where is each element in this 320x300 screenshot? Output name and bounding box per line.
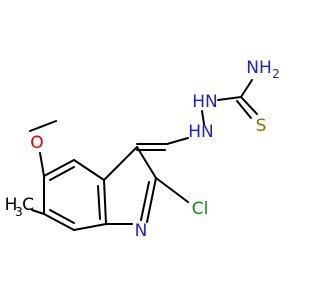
bond-c-s-a bbox=[240, 96, 258, 115]
bond-c7-c7a bbox=[73, 223, 107, 231]
bond-nh-nh bbox=[201, 110, 205, 125]
methyl-c-label: C bbox=[22, 195, 34, 215]
bond-c3a-c7a-inner bbox=[97, 185, 101, 220]
bond-c6-c7 bbox=[43, 213, 75, 231]
bond-c4-c5-inner bbox=[49, 166, 75, 181]
methyl-h-label: H bbox=[5, 195, 18, 215]
bond-c4-c5 bbox=[43, 159, 75, 177]
bond-c3a-c4 bbox=[73, 159, 105, 181]
bond-c-nh2 bbox=[240, 79, 253, 98]
bond-layer bbox=[29, 79, 258, 231]
bond-c2-n-b bbox=[140, 181, 150, 221]
chlorine-label: Cl bbox=[192, 199, 209, 219]
methyl-subscript: 3 bbox=[15, 205, 23, 219]
bond-o-ch3 bbox=[29, 120, 57, 132]
bond-c2-n-a bbox=[146, 177, 157, 223]
bond-nh-ch bbox=[166, 137, 189, 145]
bond-c3-c2 bbox=[136, 146, 157, 179]
bond-c2-cl bbox=[155, 177, 189, 203]
bond-c6-c7-inner bbox=[49, 209, 75, 224]
sulfur-label: S bbox=[256, 116, 267, 136]
amine-nh-label: NH bbox=[246, 58, 272, 78]
bond-c3a-c3 bbox=[103, 146, 138, 181]
atom-layer: NH 2 HN HN S O Cl N H 3 C bbox=[5, 58, 280, 241]
bond-c7a-c3a bbox=[103, 179, 107, 225]
ring-nitrogen-label: N bbox=[135, 221, 148, 241]
bond-c5-o bbox=[39, 152, 45, 177]
hydrazine-n2-label: HN bbox=[188, 122, 214, 142]
bond-c6-ch3 bbox=[31, 209, 45, 215]
structure-canvas: NH 2 HN HN S O Cl N H 3 C bbox=[4, 58, 280, 241]
hydrazine-n1-label: HN bbox=[192, 92, 218, 112]
amine-subscript: 2 bbox=[272, 67, 280, 81]
bond-c-nh bbox=[217, 96, 242, 101]
bond-c-s-b bbox=[236, 100, 252, 119]
oxygen-label: O bbox=[30, 133, 43, 153]
molecule-diagram: NH 2 HN HN S O Cl N H 3 C bbox=[5, 58, 280, 241]
